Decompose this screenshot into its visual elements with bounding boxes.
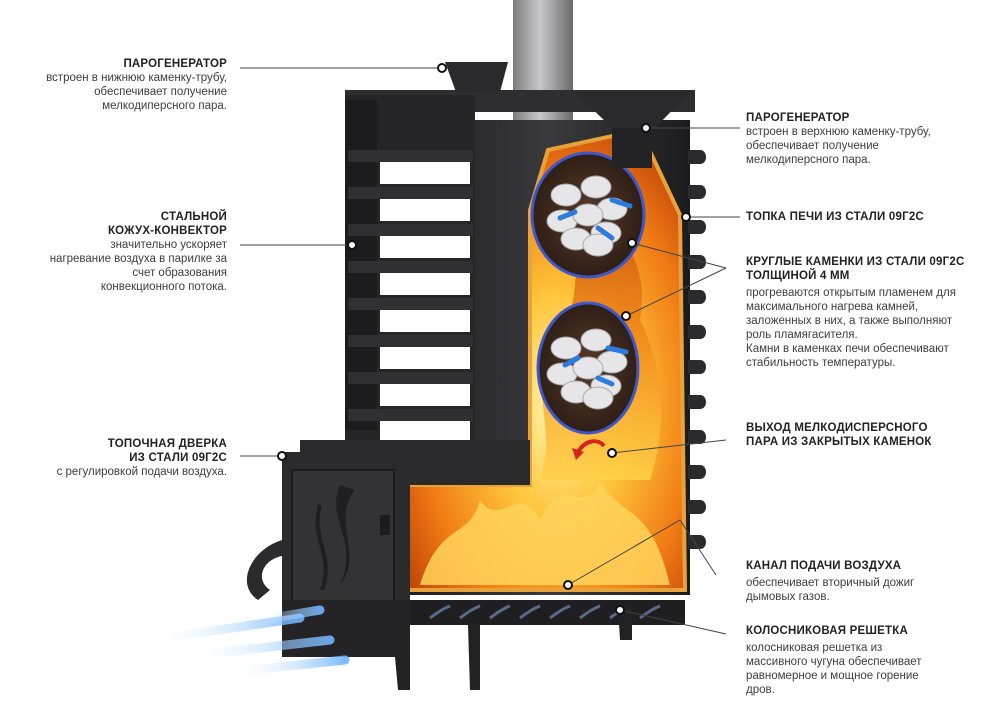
convector-fin-right <box>688 430 706 444</box>
stone <box>550 183 582 207</box>
convector-fin-right <box>688 395 706 409</box>
callout-grate: КОЛОСНИКОВАЯ РЕШЕТКА колосниковая решетк… <box>746 625 922 696</box>
steam-generator-lower-funnel <box>445 62 508 92</box>
pointer-dot <box>563 580 573 590</box>
flow-arrow <box>557 209 578 221</box>
flow-arrow <box>595 225 615 241</box>
convector-slot <box>380 384 470 406</box>
flow-arrow <box>605 345 629 355</box>
pointer-line <box>625 267 727 317</box>
pointer-dot <box>641 123 651 133</box>
convector-fin <box>348 335 473 347</box>
stone <box>572 356 604 380</box>
grate-arrow <box>639 604 661 620</box>
flow-arrows <box>557 197 633 387</box>
pointer-lines <box>240 63 740 635</box>
pointer-dot <box>615 605 625 615</box>
grate-arrow <box>459 604 481 620</box>
convector-slot <box>380 347 470 369</box>
convector-fin-right <box>688 360 706 374</box>
flow-arrow <box>595 375 615 387</box>
lower-stone-chamber <box>536 301 640 435</box>
convector-slot <box>380 310 470 332</box>
convector-fin-right <box>688 465 706 479</box>
convector-fin-right <box>688 500 706 514</box>
stone <box>572 203 604 227</box>
flow-arrow <box>609 197 633 209</box>
air-streak <box>185 635 335 661</box>
stone <box>582 233 614 257</box>
steam-generator-upper-neck <box>612 128 652 168</box>
grate-arrow <box>519 604 541 620</box>
convector-slot <box>380 162 470 184</box>
convector-fins-right <box>688 150 706 549</box>
callout-steam-generator-upper: ПАРОГЕНЕРАТОР встроен в верхнюю каменку-… <box>746 112 931 166</box>
callout-air-channel: КАНАЛ ПОДАЧИ ВОЗДУХА обеспечивает вторич… <box>746 560 915 603</box>
air-vents <box>282 600 410 657</box>
pointer-line <box>619 609 727 635</box>
stone <box>550 336 582 360</box>
convector-fin-right <box>688 150 706 164</box>
steam-red-arrow <box>576 439 606 454</box>
convector-fin <box>348 409 473 421</box>
pointer-line <box>631 242 727 269</box>
pointer-dot <box>621 311 631 321</box>
grate-band <box>410 600 685 625</box>
convector-fin <box>348 261 473 273</box>
convector-slot <box>380 421 470 443</box>
pointer-line <box>567 519 717 586</box>
flow-arrow <box>562 355 581 368</box>
convector-fin <box>348 150 473 162</box>
convector-fin <box>348 298 473 310</box>
pointer-line <box>611 439 727 454</box>
pointer-dot <box>627 238 637 248</box>
steam-generator-upper-funnel <box>575 92 690 128</box>
pointer-dot <box>277 451 287 461</box>
pointer-dot <box>607 448 617 458</box>
air-streak <box>225 655 350 677</box>
grate-arrow <box>549 604 571 620</box>
convector-fin-right <box>688 325 706 339</box>
convector-slot <box>380 273 470 295</box>
flame-tongues-lower <box>420 480 670 585</box>
stove-leg-mid <box>468 625 480 690</box>
stone <box>580 175 612 199</box>
air-inflow-streaks <box>145 605 350 677</box>
steam-red-arrow-head <box>572 448 584 460</box>
stone <box>580 328 612 352</box>
convector-fins-left <box>348 150 473 443</box>
convector-fin-right <box>688 185 706 199</box>
convector-slot <box>380 199 470 221</box>
grate-arrow <box>489 604 511 620</box>
convector-fin <box>348 187 473 199</box>
upper-stone-chamber <box>530 151 646 279</box>
convector-fin-right <box>688 220 706 234</box>
convector-fin-right <box>688 255 706 269</box>
callout-firebox-steel: ТОПКА ПЕЧИ ИЗ СТАЛИ 09Г2С <box>746 211 924 223</box>
door-handle <box>246 540 282 600</box>
pointer-dot <box>437 63 447 73</box>
convector-fin <box>348 372 473 384</box>
convector-fin <box>348 224 473 236</box>
pointer-dot <box>347 240 357 250</box>
grate-arrow <box>579 604 601 620</box>
air-streak <box>255 605 325 625</box>
grate-arrow <box>429 604 451 620</box>
stove-leg-front <box>395 657 410 690</box>
callout-steam-generator-lower: ПАРОГЕНЕРАТОР встроен в нижнюю каменку-т… <box>46 58 227 112</box>
stone <box>582 386 614 410</box>
pointer-dot <box>681 212 691 222</box>
convector-fin-right <box>688 290 706 304</box>
convector-slot <box>380 236 470 258</box>
